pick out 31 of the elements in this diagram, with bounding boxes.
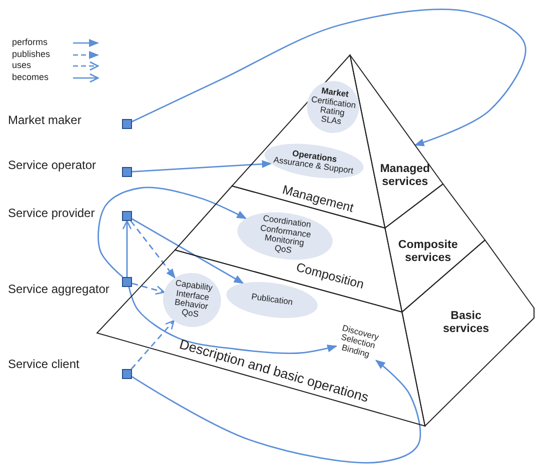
role-label: Market maker [8,113,82,127]
role-square [122,119,132,129]
arrow [132,8,526,146]
arrow [132,282,165,295]
legend-label: publishes [12,48,50,58]
legend-label: becomes [12,72,49,82]
role-label: Service aggregator [8,282,110,296]
arrow [122,220,132,277]
arrow [130,220,176,279]
role-square [122,167,132,177]
legend-label: performs [12,37,48,47]
arrow [132,218,244,284]
role-square [122,211,132,221]
role-label: Service client [8,357,80,371]
layer-label: Managed services [380,162,430,190]
arrow [130,320,174,370]
layer-label: Composite services [398,238,458,266]
role-label: Service provider [8,206,95,220]
pyramid-section [385,184,485,312]
role-square [122,369,132,379]
layer-label: Basic services [442,310,490,336]
role-square [122,277,132,287]
arrow [132,160,272,172]
region-text: Publication [250,292,294,308]
arrow [98,186,247,278]
arrow [128,286,338,354]
region-text: Coordination Conformance Monitoring QoS [258,214,313,258]
legend-label: uses [12,60,32,70]
role-label: Service operator [8,158,96,172]
region-text: Capability Interface Behavior QoS [173,278,214,322]
arrow [132,360,421,464]
